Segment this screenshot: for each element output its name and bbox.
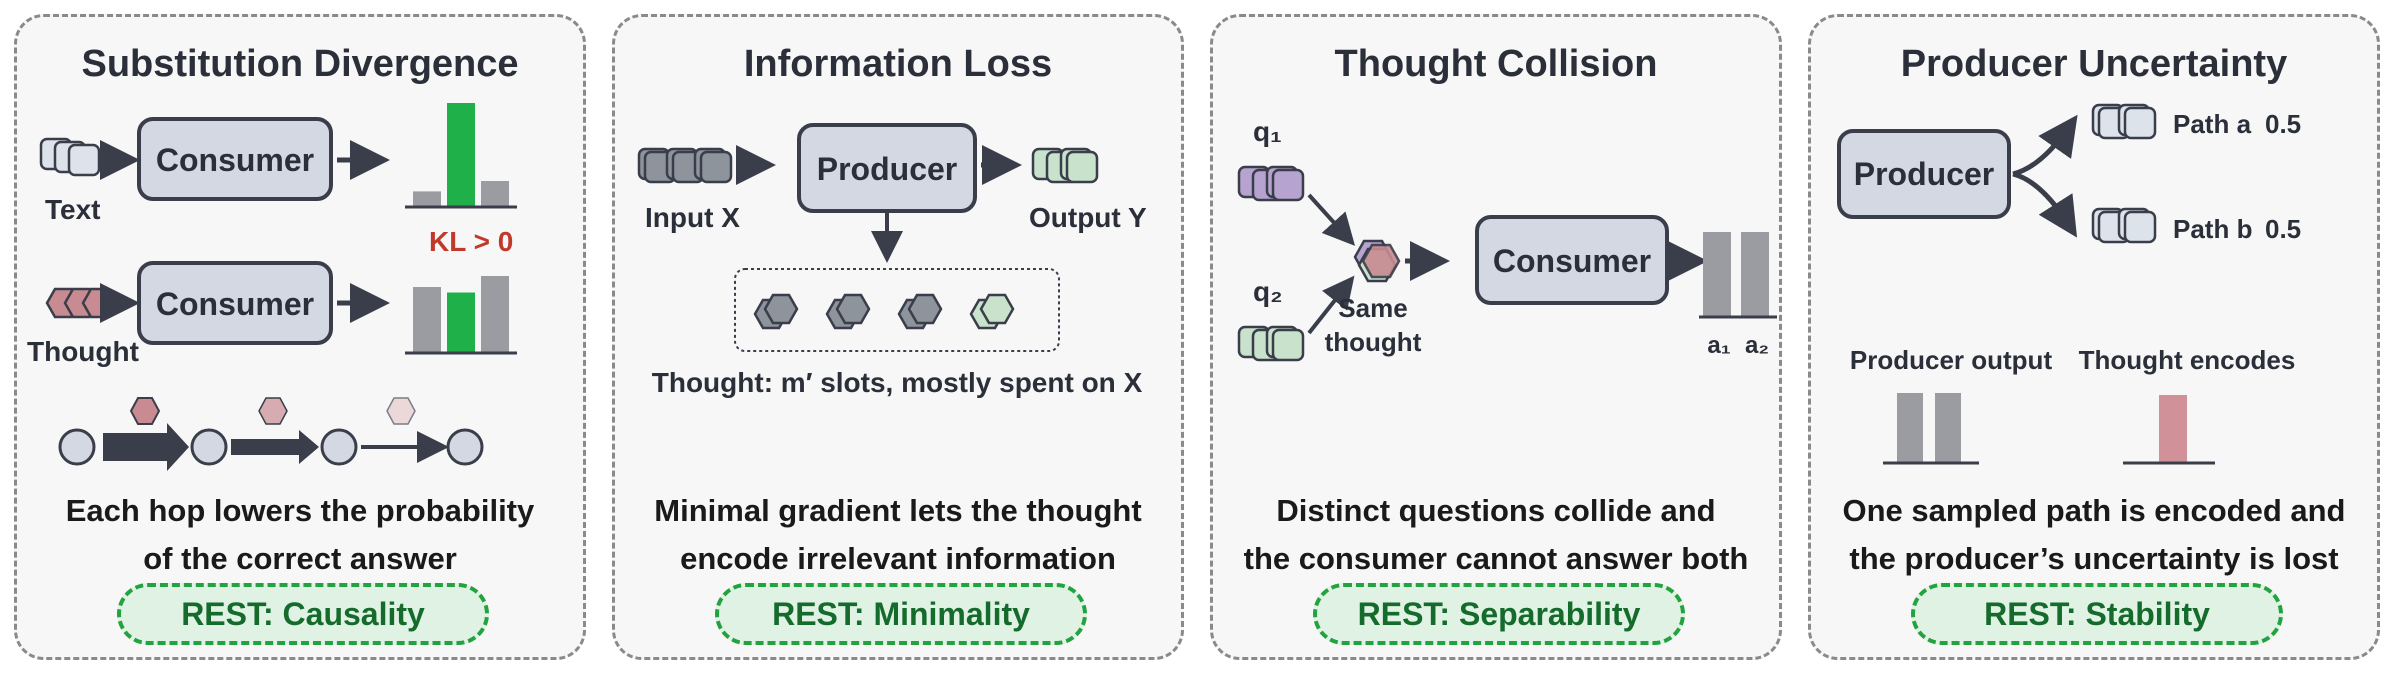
producer-box	[1837, 129, 2011, 219]
caption-line: of the correct answer	[143, 541, 457, 576]
input-label: Input X	[645, 202, 740, 233]
consumer-box	[1475, 215, 1669, 305]
panel-substitution-divergence: Substitution Divergence Text Consumer KL…	[14, 14, 586, 660]
arrow-icon	[1307, 275, 1355, 335]
bar	[1741, 232, 1769, 317]
producer-box	[797, 123, 977, 213]
output-token-stack	[1031, 147, 1099, 184]
producer-output-bar-chart	[1897, 393, 1961, 463]
consumer-box-top	[137, 117, 333, 201]
rest-minimality-badge: REST: Minimality	[715, 583, 1087, 645]
same-label: Same	[1338, 293, 1407, 323]
caption-line: Minimal gradient lets the thought	[654, 493, 1142, 528]
bar	[481, 181, 509, 207]
bar	[447, 103, 475, 207]
bar	[1897, 393, 1923, 463]
q1-token-stack	[1237, 165, 1305, 202]
panel-thought-collision: Thought Collision q₁ q₂ Same th	[1210, 14, 1782, 660]
panel-title: Substitution Divergence	[81, 43, 519, 85]
thought-collision-diagram: q₁ q₂ Same thought Consumer a₁ a₂	[1237, 116, 1777, 362]
input-token-stack	[637, 147, 733, 184]
panel-caption: Each hop lowers the probability of the c…	[27, 487, 573, 583]
q1-label: q₁	[1253, 116, 1282, 147]
arrow-icon	[2012, 171, 2078, 238]
producer-output-label: Producer output	[1850, 345, 2053, 375]
path-a-label: Path a	[2173, 109, 2252, 139]
arrow-icon	[1307, 193, 1356, 246]
path-a-token-stack	[2091, 103, 2157, 140]
bar	[413, 191, 441, 207]
panel-information-loss: Information Loss Input X Producer Output…	[612, 14, 1184, 660]
caption-line: One sampled path is encoded and	[1842, 493, 2346, 528]
caption-line: the producer’s uncertainty is lost	[1849, 541, 2339, 576]
caption-line: Distinct questions collide and	[1276, 493, 1716, 528]
q2-token-stack	[1237, 325, 1305, 362]
thought-slots-label: Thought: m′ slots, mostly spent on X	[652, 367, 1143, 398]
text-label: Text	[45, 194, 101, 225]
path-a-probability: 0.5	[2265, 109, 2301, 139]
arrow-icon	[2012, 114, 2078, 177]
thought-label: thought	[1325, 327, 1422, 357]
bar	[447, 292, 475, 353]
producer-label: Producer	[817, 151, 957, 187]
thought-label: Thought	[27, 336, 139, 367]
top-bar-chart	[413, 103, 509, 207]
producer-label: Producer	[1854, 156, 1994, 192]
thought-slot-tokens	[753, 293, 1015, 330]
bar	[1935, 393, 1961, 463]
panel-caption: One sampled path is encoded and the prod…	[1821, 487, 2367, 583]
bar	[1703, 232, 1731, 317]
a2-label: a₂	[1745, 332, 1769, 359]
same-thought-token	[1353, 239, 1401, 283]
bottom-bar-chart	[413, 276, 509, 353]
path-b-label: Path b	[2173, 214, 2252, 244]
consumer-box-bottom	[137, 261, 333, 345]
thought-encodes-label: Thought encodes	[2079, 345, 2296, 375]
panel-caption: Minimal gradient lets the thought encode…	[625, 487, 1171, 583]
panel-producer-uncertainty: Producer Uncertainty Producer Path a 0.5…	[1808, 14, 2380, 660]
consumer-label: Consumer	[156, 142, 314, 178]
output-label: Output Y	[1029, 202, 1147, 233]
rest-stability-badge: REST: Stability	[1911, 583, 2283, 645]
thought-slots-box	[734, 268, 1060, 352]
a1-label: a₁	[1707, 332, 1730, 359]
text-token-stack	[39, 137, 101, 177]
caption-line: the consumer cannot answer both	[1243, 541, 1749, 576]
caption-line: Each hop lowers the probability	[65, 493, 535, 528]
path-b-token-stack	[2091, 207, 2157, 244]
bar	[413, 287, 441, 353]
bar	[481, 276, 509, 353]
answer-bar-chart	[1703, 232, 1769, 317]
rest-separability-badge: REST: Separability	[1313, 583, 1685, 645]
panel-title: Information Loss	[743, 43, 1053, 85]
producer-uncertainty-diagram: Producer Path a 0.5 Path b 0.5 Producer …	[1837, 103, 2301, 465]
bar	[2159, 395, 2187, 463]
consumer-label: Consumer	[156, 286, 314, 322]
information-loss-diagram: Input X Producer Output Y Thought: m′ sl…	[637, 123, 1147, 398]
thought-token-stack	[45, 287, 117, 319]
path-b-probability: 0.5	[2265, 214, 2301, 244]
substitution-divergence-diagram: Text Consumer KL > 0 Thought Consumer	[27, 103, 517, 471]
thought-encodes-bar-chart	[2159, 395, 2187, 463]
rest-causality-badge: REST: Causality	[117, 583, 489, 645]
consumer-label: Consumer	[1493, 243, 1651, 279]
panel-title: Producer Uncertainty	[1900, 43, 2288, 85]
panel-caption: Distinct questions collide and the consu…	[1223, 487, 1769, 583]
caption-line: encode irrelevant information	[680, 541, 1116, 576]
panel-title: Thought Collision	[1334, 43, 1658, 85]
hop-chain	[58, 397, 484, 471]
kl-label: KL > 0	[429, 226, 513, 257]
q2-label: q₂	[1253, 276, 1283, 307]
